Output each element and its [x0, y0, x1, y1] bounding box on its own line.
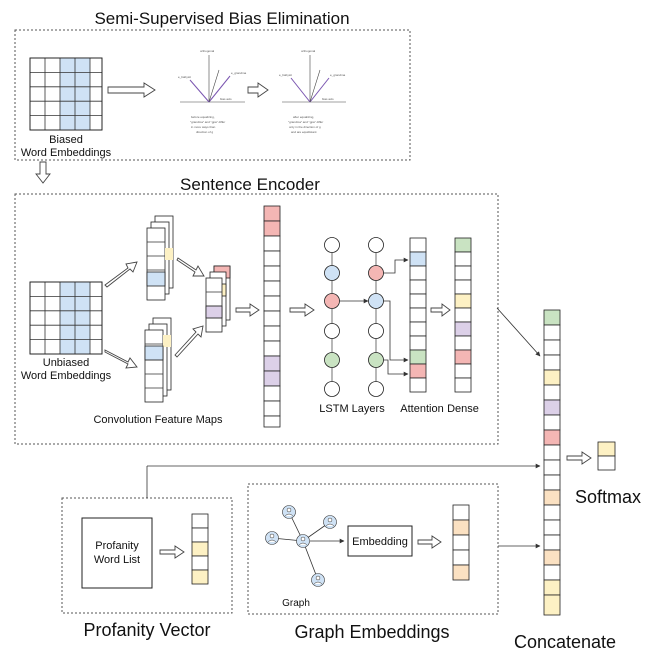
- profanity-vector-column: [191, 513, 209, 585]
- arrow-bias-to-encoder: [35, 161, 51, 184]
- svg-text:in more ways than: in more ways than: [191, 125, 216, 129]
- biased-embedding-matrix: [29, 57, 103, 131]
- softmax-label: Softmax: [575, 487, 641, 507]
- svg-text:e_grandma: e_grandma: [231, 71, 247, 75]
- biased-label: Biased: [49, 134, 83, 146]
- svg-text:orthogonal: orthogonal: [301, 49, 316, 53]
- svg-text:only in the direction of g: only in the direction of g: [289, 125, 321, 129]
- svg-text:bias axis: bias axis: [220, 97, 232, 101]
- profanity-word-list-box: [81, 517, 153, 589]
- svg-text:e_grandma: e_grandma: [330, 73, 346, 77]
- arrow-to-dense: [430, 303, 451, 317]
- graph-node-icon: [311, 573, 325, 587]
- unbiased-word-embeddings-label: Word Embeddings: [21, 370, 112, 382]
- arrow-to-profanity-vector: [159, 545, 185, 559]
- graph-node-icon: [282, 505, 296, 519]
- svg-text:e_babysit: e_babysit: [178, 75, 191, 79]
- bias-elimination-box: [14, 29, 411, 161]
- encoder-to-concat-line: [496, 307, 541, 357]
- svg-text:"grandma" and "gpa" differ: "grandma" and "gpa" differ: [288, 120, 323, 124]
- profanity-vector-title: Profanity Vector: [83, 620, 210, 640]
- dense-label: Dense: [447, 403, 479, 415]
- feature-vector-column: [263, 205, 281, 428]
- lstm-attention-connections: [383, 257, 409, 377]
- biased-word-embeddings-label: Word Embeddings: [21, 147, 112, 159]
- dense-column: [454, 237, 472, 393]
- arrow-to-lstm: [289, 303, 315, 317]
- arrow-to-softmax: [566, 451, 592, 465]
- unbiased-embedding-matrix: [29, 281, 103, 355]
- profanity-word-list-label: Profanity: [95, 540, 139, 552]
- sentence-encoder-box: [14, 193, 499, 445]
- graph-node-icon: [296, 534, 310, 548]
- pooled-feature-maps: [205, 265, 231, 333]
- svg-text:"grandma" and "gpa" differ: "grandma" and "gpa" differ: [190, 120, 225, 124]
- unbiased-label: Unbiased: [43, 357, 89, 369]
- conv-feature-map-upper: [146, 215, 174, 301]
- arrow-to-pool-lower: [174, 325, 204, 358]
- graph-embeddings-box: [247, 483, 499, 615]
- arrow-to-conv-upper: [104, 261, 138, 288]
- attention-column: [409, 237, 427, 393]
- graph-node-icon: [265, 531, 279, 545]
- arrow-to-graph-vector: [417, 535, 442, 549]
- svg-text:before equalizing,: before equalizing,: [191, 115, 215, 119]
- arrow-to-before-plot: [107, 82, 156, 98]
- svg-text:bias axis: bias axis: [322, 97, 334, 101]
- svg-text:e_babysit: e_babysit: [279, 73, 292, 77]
- graph-embeddings-title: Graph Embeddings: [294, 622, 449, 642]
- conv-feature-maps-label: Convolution Feature Maps: [93, 414, 223, 426]
- bias-elimination-title: Semi-Supervised Bias Elimination: [94, 9, 349, 28]
- graph-embedding-column: [452, 504, 470, 581]
- softmax-output: [597, 441, 616, 471]
- arrow-to-pool-upper: [176, 257, 205, 277]
- embedding-label: Embedding: [352, 536, 408, 548]
- conv-feature-map-lower: [144, 317, 172, 403]
- graph-small-label: Graph: [282, 598, 310, 609]
- arrow-to-after-plot: [247, 82, 269, 98]
- svg-text:direction of g: direction of g: [196, 130, 214, 134]
- graph-node-icon: [323, 515, 337, 529]
- concatenate-column: [543, 309, 561, 616]
- before-equalizing-plot: orthogonal e_babysit e_grandma bias axis…: [178, 49, 247, 134]
- concatenate-label: Concatenate: [514, 632, 616, 652]
- lstm-layers: [324, 237, 384, 397]
- svg-text:after equalizing,: after equalizing,: [293, 115, 314, 119]
- svg-text:orthogonal: orthogonal: [200, 49, 215, 53]
- after-equalizing-plot: orthogonal e_babysit e_grandma bias axis…: [279, 49, 346, 134]
- graph-network: [265, 505, 337, 587]
- arrow-to-conv-lower: [104, 349, 138, 369]
- lstm-layers-label: LSTM Layers: [319, 403, 385, 415]
- arrow-to-feature-vector: [235, 303, 260, 317]
- profanity-word-list-label-2: Word List: [94, 554, 140, 566]
- attention-label: Attention: [400, 403, 443, 415]
- sentence-encoder-title: Sentence Encoder: [180, 175, 320, 194]
- svg-text:and are equidistant: and are equidistant: [291, 130, 317, 134]
- embedding-box: [347, 525, 413, 557]
